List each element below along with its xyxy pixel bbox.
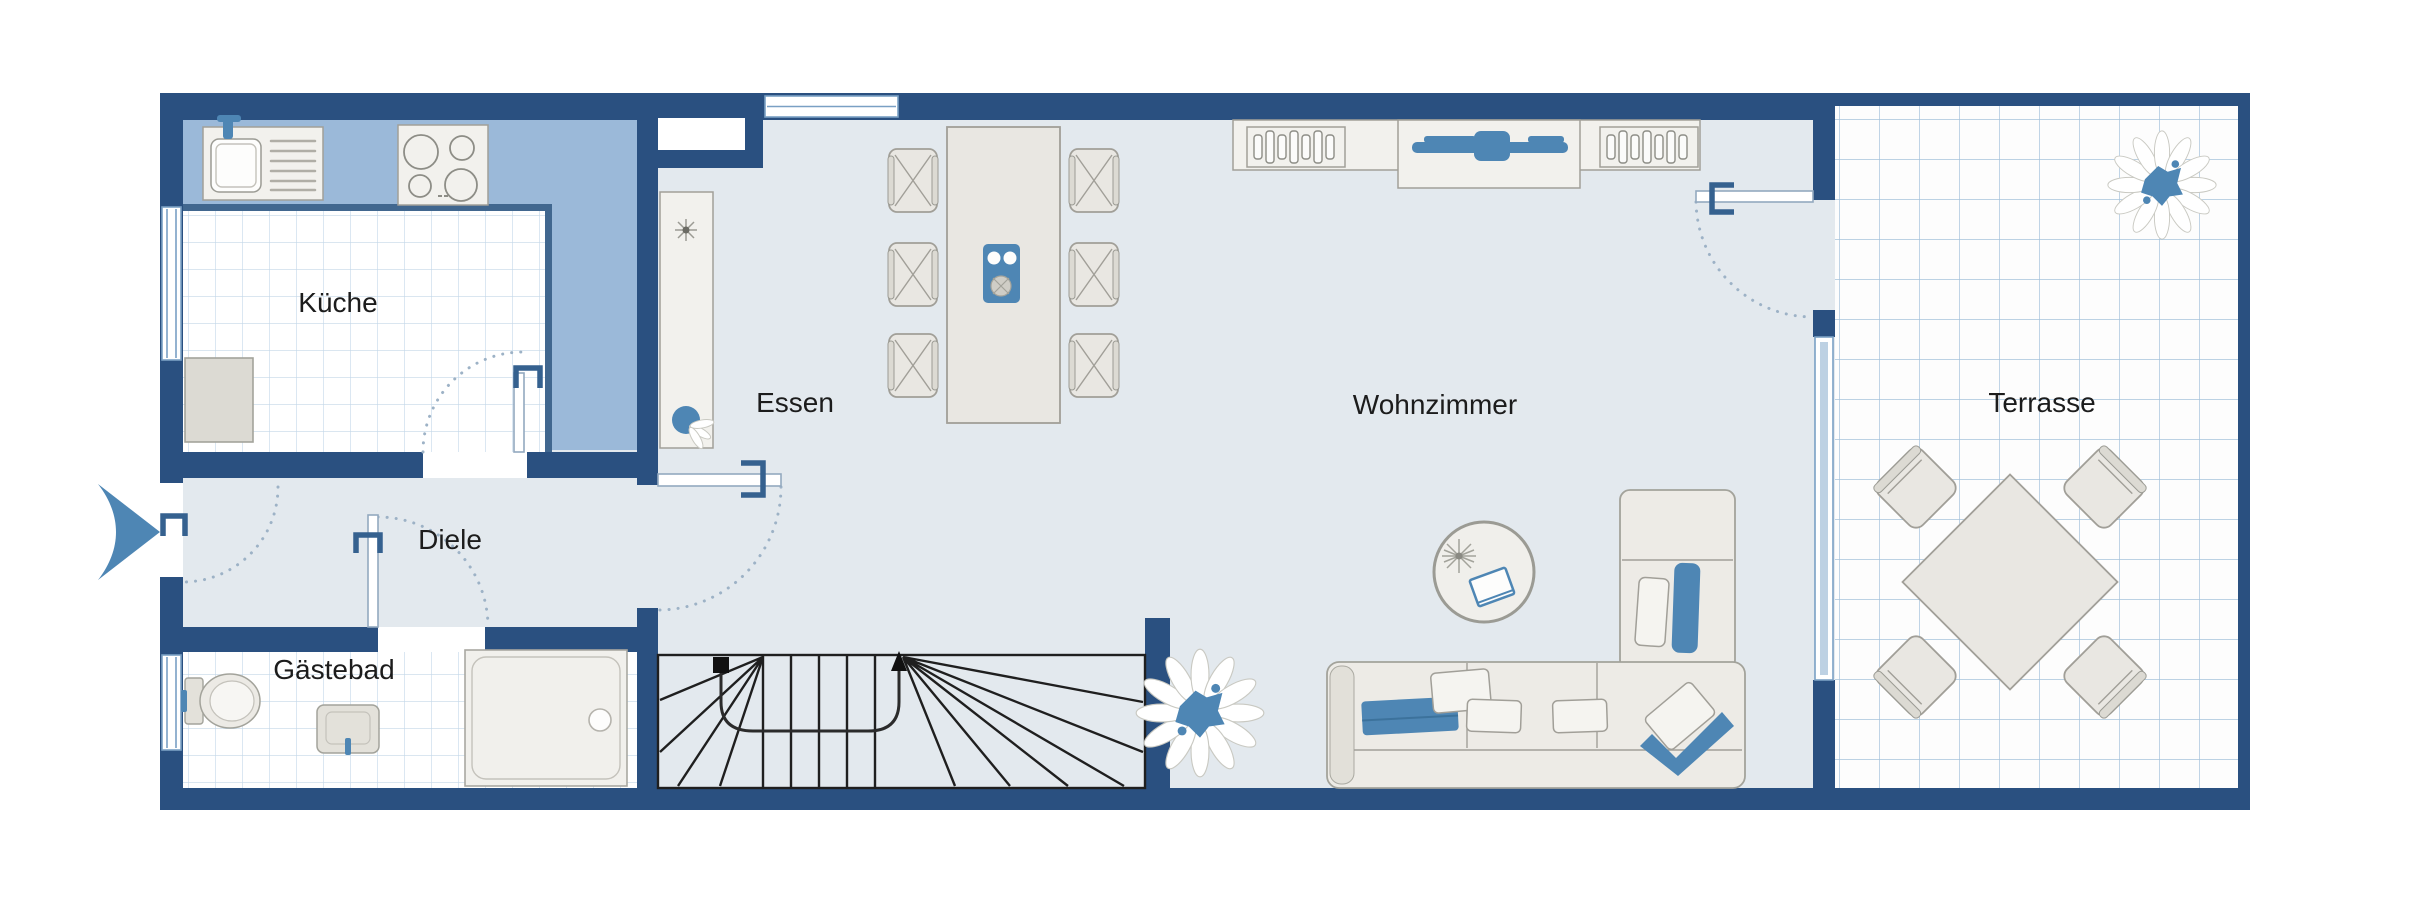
coffee-table — [1432, 520, 1536, 624]
staircase — [656, 651, 1147, 790]
stairs-up-arrow — [891, 651, 907, 671]
room-label-essen: Essen — [756, 387, 834, 418]
sofa-throw-blue — [1640, 712, 1734, 776]
window-top-dining — [764, 95, 899, 118]
corner-sofa — [1326, 489, 1746, 789]
bath-door — [353, 514, 490, 629]
bath-door-opening — [378, 627, 485, 652]
dining-sideboard — [659, 191, 715, 450]
faucet-icon — [217, 115, 241, 139]
room-label-terrasse: Terrasse — [1988, 387, 2095, 418]
terrace-table-set — [1871, 443, 2149, 721]
sink-tap-icon — [345, 738, 351, 755]
media-sideboard — [1232, 119, 1701, 189]
room-label-diele: Diele — [418, 524, 482, 555]
terrace-door — [1694, 182, 1815, 319]
vase-icon — [672, 406, 715, 450]
kitchen-sink-unit — [202, 115, 324, 201]
small-plant-icon — [675, 219, 697, 241]
window-kitchen-left — [161, 206, 182, 361]
stairs-start-marker — [713, 657, 729, 673]
hall-dining-door — [656, 460, 783, 612]
window-living-terrace — [1814, 336, 1834, 681]
room-label-wohnzimmer: Wohnzimmer — [1353, 389, 1517, 420]
walls — [160, 93, 2250, 810]
shower — [464, 649, 628, 787]
book-icon — [1468, 566, 1516, 608]
kitchen-door — [421, 350, 543, 454]
entrance-door — [160, 485, 280, 584]
sofa-pillow-blue — [1671, 562, 1701, 654]
shower-drain-icon — [588, 708, 612, 732]
toilet — [181, 673, 261, 729]
tv-icon — [1412, 131, 1568, 161]
speaker-left — [1246, 126, 1346, 168]
kitchen-door-opening — [423, 452, 527, 478]
table-plant-icon — [1442, 539, 1476, 573]
entry-arrow — [98, 484, 160, 580]
fridge — [184, 357, 254, 443]
dining-table-tray — [983, 244, 1020, 303]
bath-sink — [316, 704, 380, 755]
wall-niche — [658, 118, 745, 150]
entrance-opening — [160, 483, 183, 577]
speaker-right — [1599, 126, 1699, 168]
stove — [397, 124, 489, 206]
room-label-gaestebad: Gästebad — [273, 654, 394, 685]
window-bath-left — [161, 654, 182, 751]
room-label-kueche: Küche — [298, 287, 377, 318]
terrace-door-opening — [1813, 200, 1835, 310]
